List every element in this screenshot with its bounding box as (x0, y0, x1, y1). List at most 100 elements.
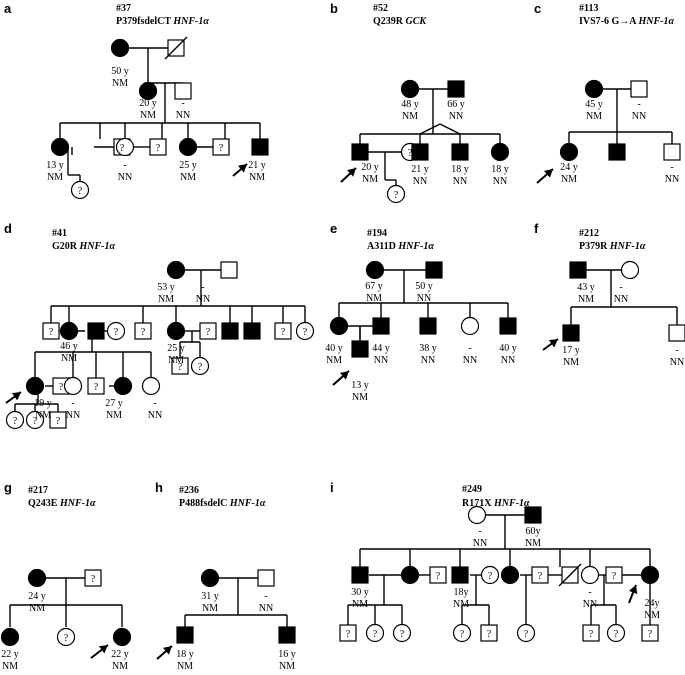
individual-annotation: NM (561, 174, 577, 185)
unaffected-female-symbol (467, 505, 487, 525)
unknown-status-mark: ? (488, 571, 493, 582)
individual-annotation: NN (374, 355, 388, 366)
panel-label: a (4, 1, 12, 16)
pedigree-line (439, 123, 461, 135)
proband-arrow-head (237, 164, 247, 173)
individual-annotation: - (670, 162, 673, 173)
mutation-label: IVS7-6 G→A HNF-1α (579, 16, 674, 27)
unaffected-female-symbol (620, 260, 640, 280)
gene-name: HNF-1α (493, 498, 530, 509)
affected-female-symbol (0, 627, 20, 647)
individual-annotation: NN (670, 357, 684, 368)
individual-annotation: 18 y (451, 164, 469, 175)
mutation-label: Q243E HNF-1α (28, 498, 96, 509)
proband-arrows (5, 163, 638, 660)
unknown-status-mark: ? (91, 574, 96, 585)
individual-annotation: NM (61, 353, 77, 364)
unaffected-male-symbol (531, 566, 549, 584)
affected-male-symbol (524, 506, 542, 524)
unknown-status-mark: ? (524, 629, 529, 640)
unknown-status-mark: ? (408, 148, 413, 159)
proband-arrow-head (98, 645, 108, 654)
individual-annotation: 31 y (201, 591, 219, 602)
unknown-status-mark: ? (141, 327, 146, 338)
individual-annotation: NN (453, 176, 467, 187)
individual-annotation: NM (177, 661, 193, 672)
individual-annotation: NM (202, 603, 218, 614)
proband-arrow-head (548, 339, 558, 348)
unknown-status-mark: ? (206, 327, 211, 338)
pedigree-symbols (0, 36, 685, 647)
affected-male-symbol (351, 143, 369, 161)
unknown-status-mark: ? (614, 629, 619, 640)
gene-name: HNF-1α (609, 241, 646, 252)
affected-male-symbol (278, 626, 296, 644)
unaffected-female-symbol (141, 376, 161, 396)
individual-annotation: 46 y (60, 341, 78, 352)
individual-annotation: NM (578, 294, 594, 305)
unaffected-male-symbol (171, 357, 189, 375)
individual-annotation: 30 y (351, 587, 369, 598)
panel-label: c (534, 1, 541, 16)
individual-annotation: - (588, 587, 591, 598)
unknown-status-mark: ? (64, 633, 69, 644)
affected-male-symbol (372, 317, 390, 335)
mutation-label: R171X HNF-1α (462, 498, 530, 509)
individual-annotation: 40 y (325, 343, 343, 354)
deceased-mark (558, 563, 582, 587)
affected-female-symbol (329, 316, 349, 336)
individual-annotation: - (619, 282, 622, 293)
unaffected-male-symbol (134, 322, 152, 340)
unknown-status-mark: ? (156, 143, 161, 154)
family-number: #217 (28, 485, 48, 496)
unaffected-male-symbol (480, 624, 498, 642)
individual-annotation: 25 y (167, 343, 185, 354)
individual-annotation: 45 y (585, 99, 603, 110)
individual-annotation: NN (417, 293, 431, 304)
mutation-name: P488fsdelC (179, 498, 230, 509)
panel-label: g (4, 480, 12, 495)
unaffected-female-symbol (452, 623, 472, 643)
unaffected-male-symbol (220, 261, 238, 279)
unaffected-male-symbol (668, 324, 685, 342)
unknown-status-mark: ? (56, 416, 61, 427)
proband-arrow-head (340, 371, 349, 380)
individual-annotation: 67 y (365, 281, 383, 292)
individual-annotation: - (181, 98, 184, 109)
mutation-label: Q239R GCK (373, 16, 427, 27)
individual-annotation: NM (279, 661, 295, 672)
unknown-status-mark: ? (178, 362, 183, 373)
individual-annotation: NN (421, 355, 435, 366)
individual-annotation: 40 y (499, 343, 517, 354)
individual-annotation: NN (148, 410, 162, 421)
unaffected-female-symbol (106, 321, 126, 341)
individual-annotation: 18 y (491, 164, 509, 175)
individual-annotation: NN (196, 294, 210, 305)
unaffected-female-symbol (365, 623, 385, 643)
mutation-name: P379fsdelCT (116, 16, 173, 27)
individual-annotation: NM (563, 357, 579, 368)
affected-female-symbol (110, 38, 130, 58)
panel-label: h (155, 480, 163, 495)
mutation-name: Q239R (373, 16, 406, 27)
affected-male-symbol (176, 626, 194, 644)
unaffected-male-symbol (212, 138, 230, 156)
unaffected-female-symbol (70, 180, 90, 200)
unaffected-male-symbol (339, 624, 357, 642)
unknown-status-mark: ? (648, 629, 653, 640)
individual-annotation: NN (501, 355, 515, 366)
unaffected-female-symbol (606, 623, 626, 643)
individual-annotation: NM (35, 410, 51, 421)
unaffected-female-symbol (5, 410, 25, 430)
individual-annotation: 24 y (28, 591, 46, 602)
unaffected-female-symbol (392, 623, 412, 643)
individual-annotation: 24 y (560, 162, 578, 173)
mutation-label: P379R HNF-1α (579, 241, 646, 252)
individual-annotation: NM (352, 392, 368, 403)
individual-annotation: - (201, 282, 204, 293)
affected-male-symbol (221, 322, 239, 340)
affected-male-symbol (569, 261, 587, 279)
individual-annotation: NM (112, 78, 128, 89)
affected-male-symbol (447, 80, 465, 98)
